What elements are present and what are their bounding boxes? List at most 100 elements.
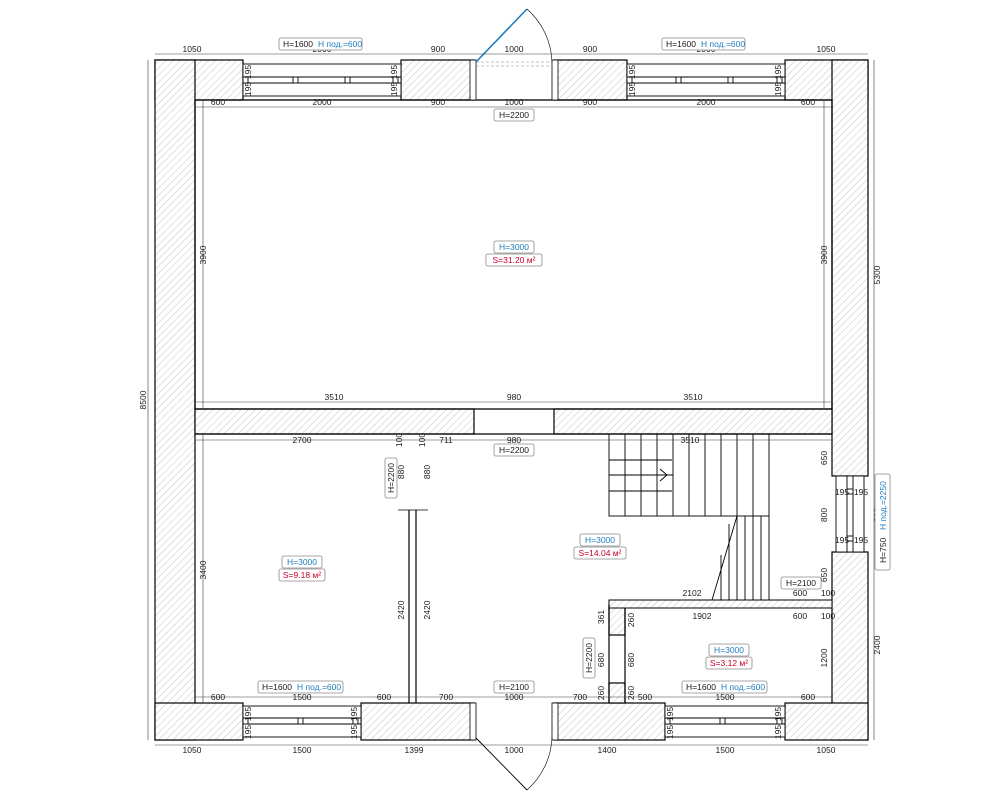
dim-bottom-inner-1: 1500 (293, 692, 312, 702)
wall-bath-left-lower (608, 682, 626, 704)
dim-lower-top-0: 2700 (293, 435, 312, 445)
label-window-bottom-right-h: H=1600 (686, 682, 716, 692)
dim-lower-top-4: 980 (507, 435, 521, 445)
dim-top-inner-1: 2000 (313, 97, 332, 107)
room-label-hall: H=3000 S=14.04 м² (573, 533, 627, 560)
dim-bottom-inner-8: 600 (801, 692, 815, 702)
room-left-height: H=3000 (287, 557, 317, 567)
dim-right-total-upper: 5300 (872, 265, 882, 284)
dim-bottom-outer-2: 1399 (405, 745, 424, 755)
dimension-lines (147, 53, 875, 746)
wall-top-pier-right (553, 59, 628, 101)
room-main-height: H=3000 (499, 242, 529, 252)
dim-bath-680-right: 680 (626, 653, 636, 667)
dim-right-side-1: 800 (819, 508, 829, 522)
dim-bath-260-right: 260 (626, 686, 636, 700)
room-label-bath: H=3000 S=3.12 м² (705, 643, 753, 670)
dim-bath-right: 1200 (819, 648, 829, 667)
dim-lower-top-3: 711 (439, 435, 453, 445)
label-window-top-right-h: H=1600 (666, 39, 696, 49)
dim-corridor-2420-left: 2420 (396, 600, 406, 619)
label-door-bath-h: H=2200 (584, 643, 594, 673)
dim-bottom-inner-3: 700 (439, 692, 453, 702)
wall-bottom-right-corner (784, 702, 869, 741)
label-door-stair-h: H=2100 (786, 578, 816, 588)
label-door-left-h: H=2200 (386, 463, 396, 493)
label-window-right-h: H=750 (878, 537, 888, 563)
dim-bath-260-top: 260 (626, 613, 636, 627)
label-door-top-h: H=2200 (499, 110, 529, 120)
dimension-text: 1050 2000 900 1000 900 2000 1050 600 200… (138, 44, 882, 755)
dim-195-bl-2: 195 (243, 725, 253, 739)
label-window-right-sill: Н под.=2250 (878, 481, 888, 530)
label-door-left: H=2200 (384, 457, 398, 499)
label-door-top: H=2200 (493, 108, 535, 122)
room-hall-area: S=14.04 м² (579, 548, 622, 558)
dim-195-br-3: 195 (773, 707, 783, 721)
dim-top-outer-4: 900 (583, 44, 597, 54)
stairs (608, 433, 776, 601)
dim-195-br-1: 195 (665, 707, 675, 721)
window-top-right (626, 63, 786, 97)
dim-195-r-1: 195 (835, 487, 849, 497)
dim-195-bl-1: 195 (243, 707, 253, 721)
dim-corridor-880-left: 880 (396, 465, 406, 479)
dim-bath-600b: 600 (793, 611, 807, 621)
dim-195-tl-4: 195 (389, 82, 399, 96)
dim-bath-top: 1902 (693, 611, 712, 621)
room-bath-height: H=3000 (714, 645, 744, 655)
dim-partition-0: 3510 (325, 392, 344, 402)
dim-lower-top-2: 100 (417, 433, 427, 447)
label-door-bottom: H=2100 (493, 680, 535, 694)
dim-right-side-2: 650 (819, 568, 829, 582)
dim-lower-top-5: 3510 (681, 435, 700, 445)
dim-bath-680-left: 680 (596, 653, 606, 667)
dim-bottom-outer-4: 1400 (598, 745, 617, 755)
dim-195-tl-3: 195 (389, 65, 399, 79)
label-door-bottom-h: H=2100 (499, 682, 529, 692)
wall-bottom-pier-2 (553, 702, 666, 741)
label-boxes: H=1600 Н под.=600 H=1600 Н под.=600 H=22… (257, 37, 891, 694)
dim-195-tr-3: 195 (773, 65, 783, 79)
dim-top-outer-0: 1050 (183, 44, 202, 54)
label-door-mid: H=2200 (493, 443, 535, 457)
dim-right-total-lower: 2400 (872, 635, 882, 654)
dim-top-inner-2: 900 (431, 97, 445, 107)
dim-bottom-outer-0: 1050 (183, 745, 202, 755)
dim-top-outer-3: 1000 (505, 44, 524, 54)
dim-bottom-outer-1: 1500 (293, 745, 312, 755)
dim-right-side-0: 650 (819, 451, 829, 465)
dim-195-br-4: 195 (773, 725, 783, 739)
dim-big-room-right: 3900 (819, 245, 829, 264)
dim-bottom-outer-3: 1000 (505, 745, 524, 755)
wall-partition-right (553, 408, 833, 435)
label-window-top-right-sill: Н под.=600 (701, 39, 745, 49)
dim-top-inner-0: 600 (211, 97, 225, 107)
label-window-bottom-left: H=1600 Н под.=600 (257, 680, 344, 694)
dim-195-tl-1: 195 (243, 65, 253, 79)
window-bottom-right (664, 705, 786, 738)
door-top-leaf (475, 8, 528, 63)
dim-bottom-inner-6: 500 (638, 692, 652, 702)
label-window-top-left: H=1600 Н под.=600 (278, 37, 363, 51)
dim-left-total: 8500 (138, 390, 148, 409)
room-label-left: H=3000 S=9.18 м² (278, 555, 326, 582)
dim-195-tr-1: 195 (627, 65, 637, 79)
dim-bath-side-600: 600 (793, 588, 807, 598)
room-left-area: S=9.18 м² (283, 570, 321, 580)
dim-top-inner-6: 600 (801, 97, 815, 107)
window-top-left (242, 63, 402, 97)
dim-bottom-inner-2: 600 (377, 692, 391, 702)
dim-top-inner-3: 1000 (505, 97, 524, 107)
dim-big-room-left: 3900 (198, 245, 208, 264)
dim-195-bl-4: 195 (349, 725, 359, 739)
dim-195-br-2: 195 (665, 725, 675, 739)
dim-corridor-880-right: 880 (422, 465, 432, 479)
dim-bath-100b: 100 (821, 611, 835, 621)
walls (154, 59, 869, 741)
room-label-main: H=3000 S=31.20 м² (485, 240, 543, 267)
wall-top-pier-left (400, 59, 475, 101)
label-window-top-left-sill: Н под.=600 (318, 39, 362, 49)
dim-partition-1: 980 (507, 392, 521, 402)
label-door-bath: H=2200 (582, 637, 596, 679)
